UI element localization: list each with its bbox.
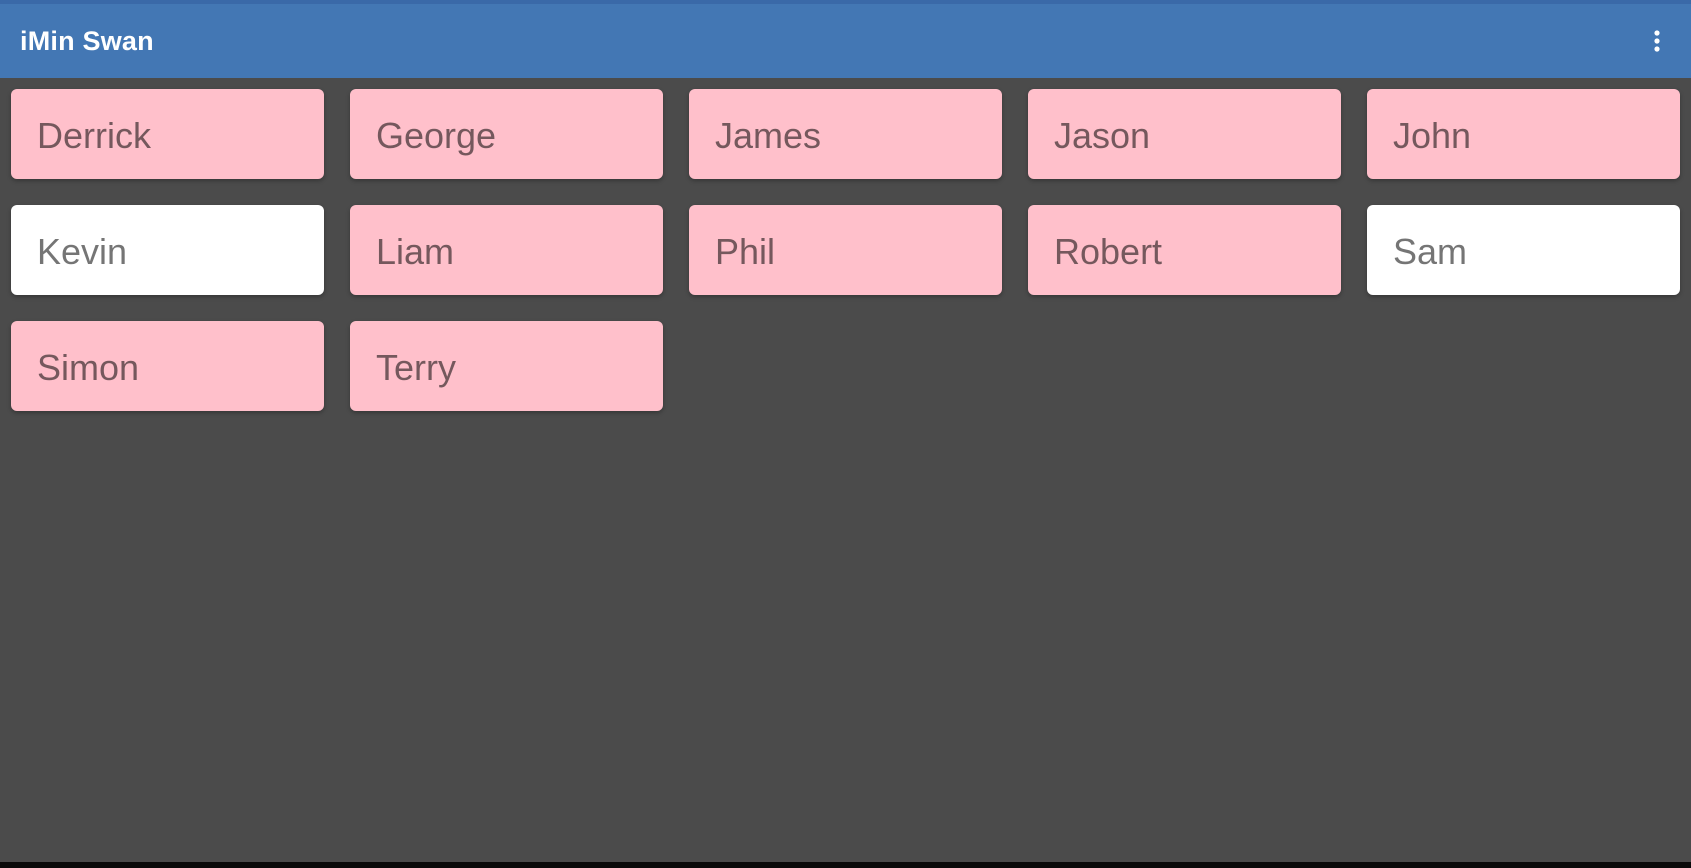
card-label: Sam (1393, 231, 1468, 272)
name-card-robert[interactable]: Robert (1028, 205, 1341, 295)
app-bar: iMin Swan (0, 4, 1691, 78)
more-vert-icon (1654, 30, 1660, 52)
app-title: iMin Swan (20, 25, 154, 56)
name-card-jason[interactable]: Jason (1028, 89, 1341, 179)
card-label: Terry (376, 347, 456, 388)
name-card-james[interactable]: James (689, 89, 1002, 179)
name-card-liam[interactable]: Liam (350, 205, 663, 295)
card-label: George (376, 115, 497, 156)
name-card-sam[interactable]: Sam (1367, 205, 1680, 295)
name-card-terry[interactable]: Terry (350, 321, 663, 411)
name-card-simon[interactable]: Simon (11, 321, 324, 411)
name-card-derrick[interactable]: Derrick (11, 89, 324, 179)
card-label: Derrick (37, 115, 151, 156)
card-label: Liam (376, 231, 455, 272)
card-label: Kevin (37, 231, 128, 272)
card-label: Simon (37, 347, 140, 388)
bottom-nav-bar (0, 862, 1691, 868)
card-label: John (1393, 115, 1472, 156)
status-bar (0, 0, 1691, 4)
card-label: Jason (1054, 115, 1151, 156)
overflow-menu-button[interactable] (1649, 23, 1665, 59)
name-card-kevin[interactable]: Kevin (11, 205, 324, 295)
card-label: James (715, 115, 822, 156)
name-card-george[interactable]: George (350, 89, 663, 179)
card-label: Robert (1054, 231, 1163, 272)
name-card-john[interactable]: John (1367, 89, 1680, 179)
card-label: Phil (715, 231, 776, 272)
name-card-phil[interactable]: Phil (689, 205, 1002, 295)
